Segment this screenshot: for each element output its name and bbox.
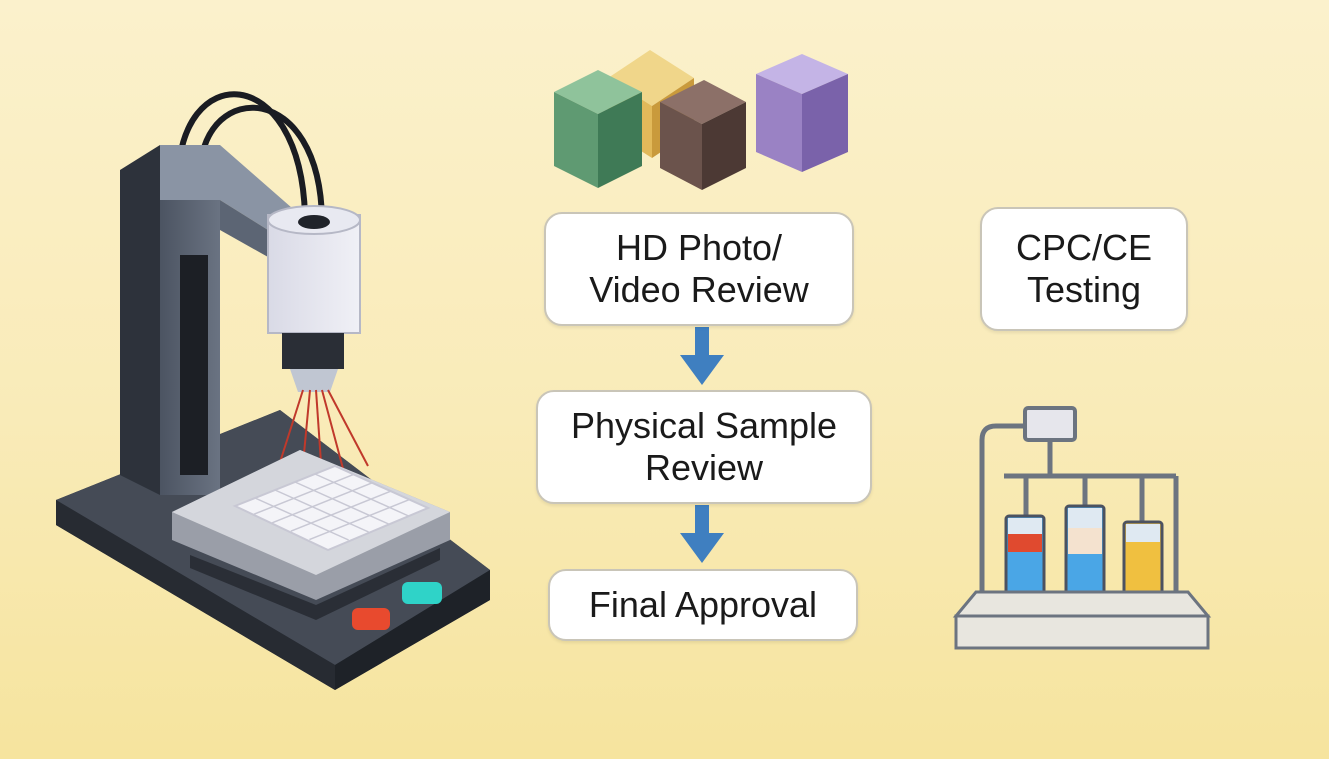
step-hd-photo-video-review: HD Photo/ Video Review [544,212,854,326]
step-final-approval: Final Approval [548,569,858,641]
3d-scanner-icon [56,91,490,690]
step-cpc-line1: CPC/CE [1015,226,1153,268]
teal-button-icon [402,582,442,604]
arrow-down-icon [680,327,724,385]
step-hd-line1: HD Photo/ [615,226,783,268]
lab-test-tubes-icon [952,406,1212,650]
step-physical-sample-review: Physical Sample Review [536,390,872,504]
step-hd-line2: Video Review [589,269,809,310]
arrow-down-icon [680,505,724,563]
step-cpc-line2: Testing [1026,269,1142,310]
material-sample-cubes-icon [554,50,848,190]
step-final-line1: Final Approval [588,583,818,625]
step-physical-line2: Review [644,447,764,488]
step-physical-line1: Physical Sample [570,404,838,446]
red-button-icon [352,608,390,630]
step-cpc-ce-testing: CPC/CE Testing [980,207,1188,331]
